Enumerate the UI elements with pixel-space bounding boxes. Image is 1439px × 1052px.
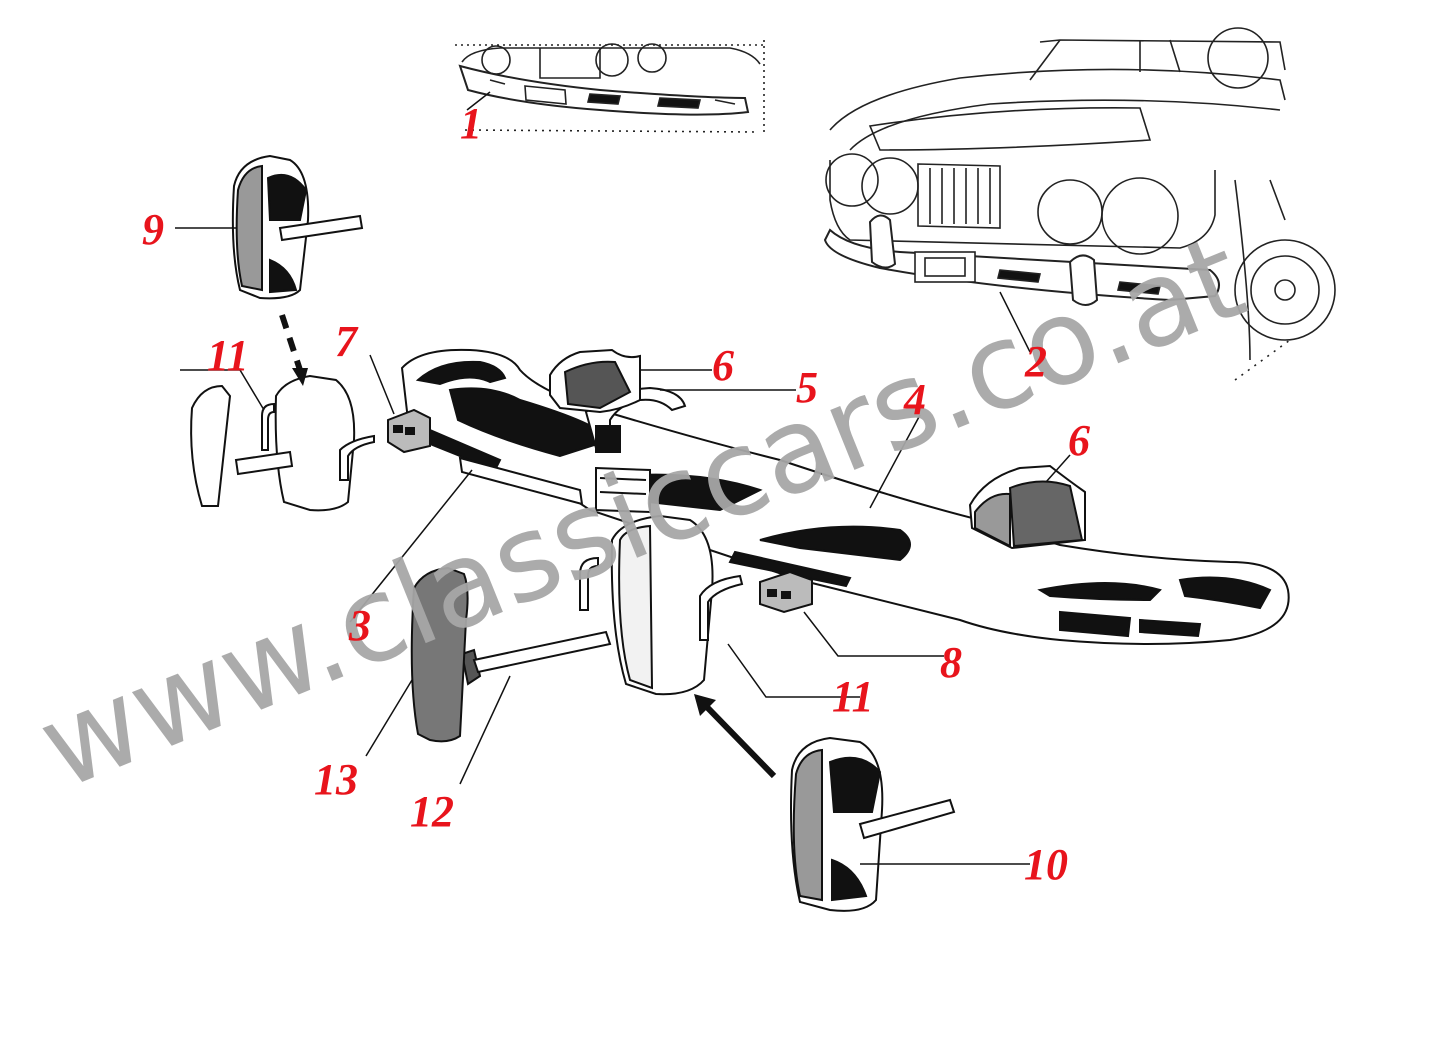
callout-5: 5 (796, 363, 818, 412)
overrider-bracket-left (190, 374, 375, 512)
inset-car-front-1 (455, 40, 765, 133)
arrow-10-to-11 (694, 694, 777, 779)
callout-2: 2 (1024, 337, 1047, 386)
small-rubber-pad-left (387, 408, 431, 454)
callout-10: 10 (1024, 840, 1068, 889)
callout-numbers: 1 2 3 4 5 6 6 7 8 9 10 11 11 12 13 (142, 99, 1090, 889)
rubber-buffer-block-top (549, 348, 641, 414)
callout-1: 1 (460, 99, 482, 148)
overrider-rubber-strip (410, 566, 469, 743)
callout-11-left: 11 (207, 331, 249, 380)
overrider-bracket-right (579, 514, 744, 696)
callout-12: 12 (410, 787, 454, 836)
callout-13: 13 (314, 755, 358, 804)
callout-3: 3 (348, 601, 371, 650)
mounting-bolt (460, 630, 612, 686)
bumper-main-bar (400, 348, 1290, 645)
overrider-left (231, 154, 364, 300)
callout-4: 4 (903, 375, 926, 424)
small-rubber-pad-right (759, 570, 813, 614)
callout-9: 9 (142, 205, 164, 254)
overrider-right (790, 736, 956, 912)
inset-car-front-2 (823, 27, 1336, 381)
callout-7: 7 (335, 317, 359, 366)
callout-6-top: 6 (712, 341, 734, 390)
rubber-buffer-block-right (968, 464, 1086, 550)
leader-lines (175, 91, 1071, 865)
callout-8: 8 (940, 638, 962, 687)
callout-11-right: 11 (832, 672, 874, 721)
callout-6-right: 6 (1068, 416, 1090, 465)
arrow-9-to-11 (279, 314, 308, 386)
